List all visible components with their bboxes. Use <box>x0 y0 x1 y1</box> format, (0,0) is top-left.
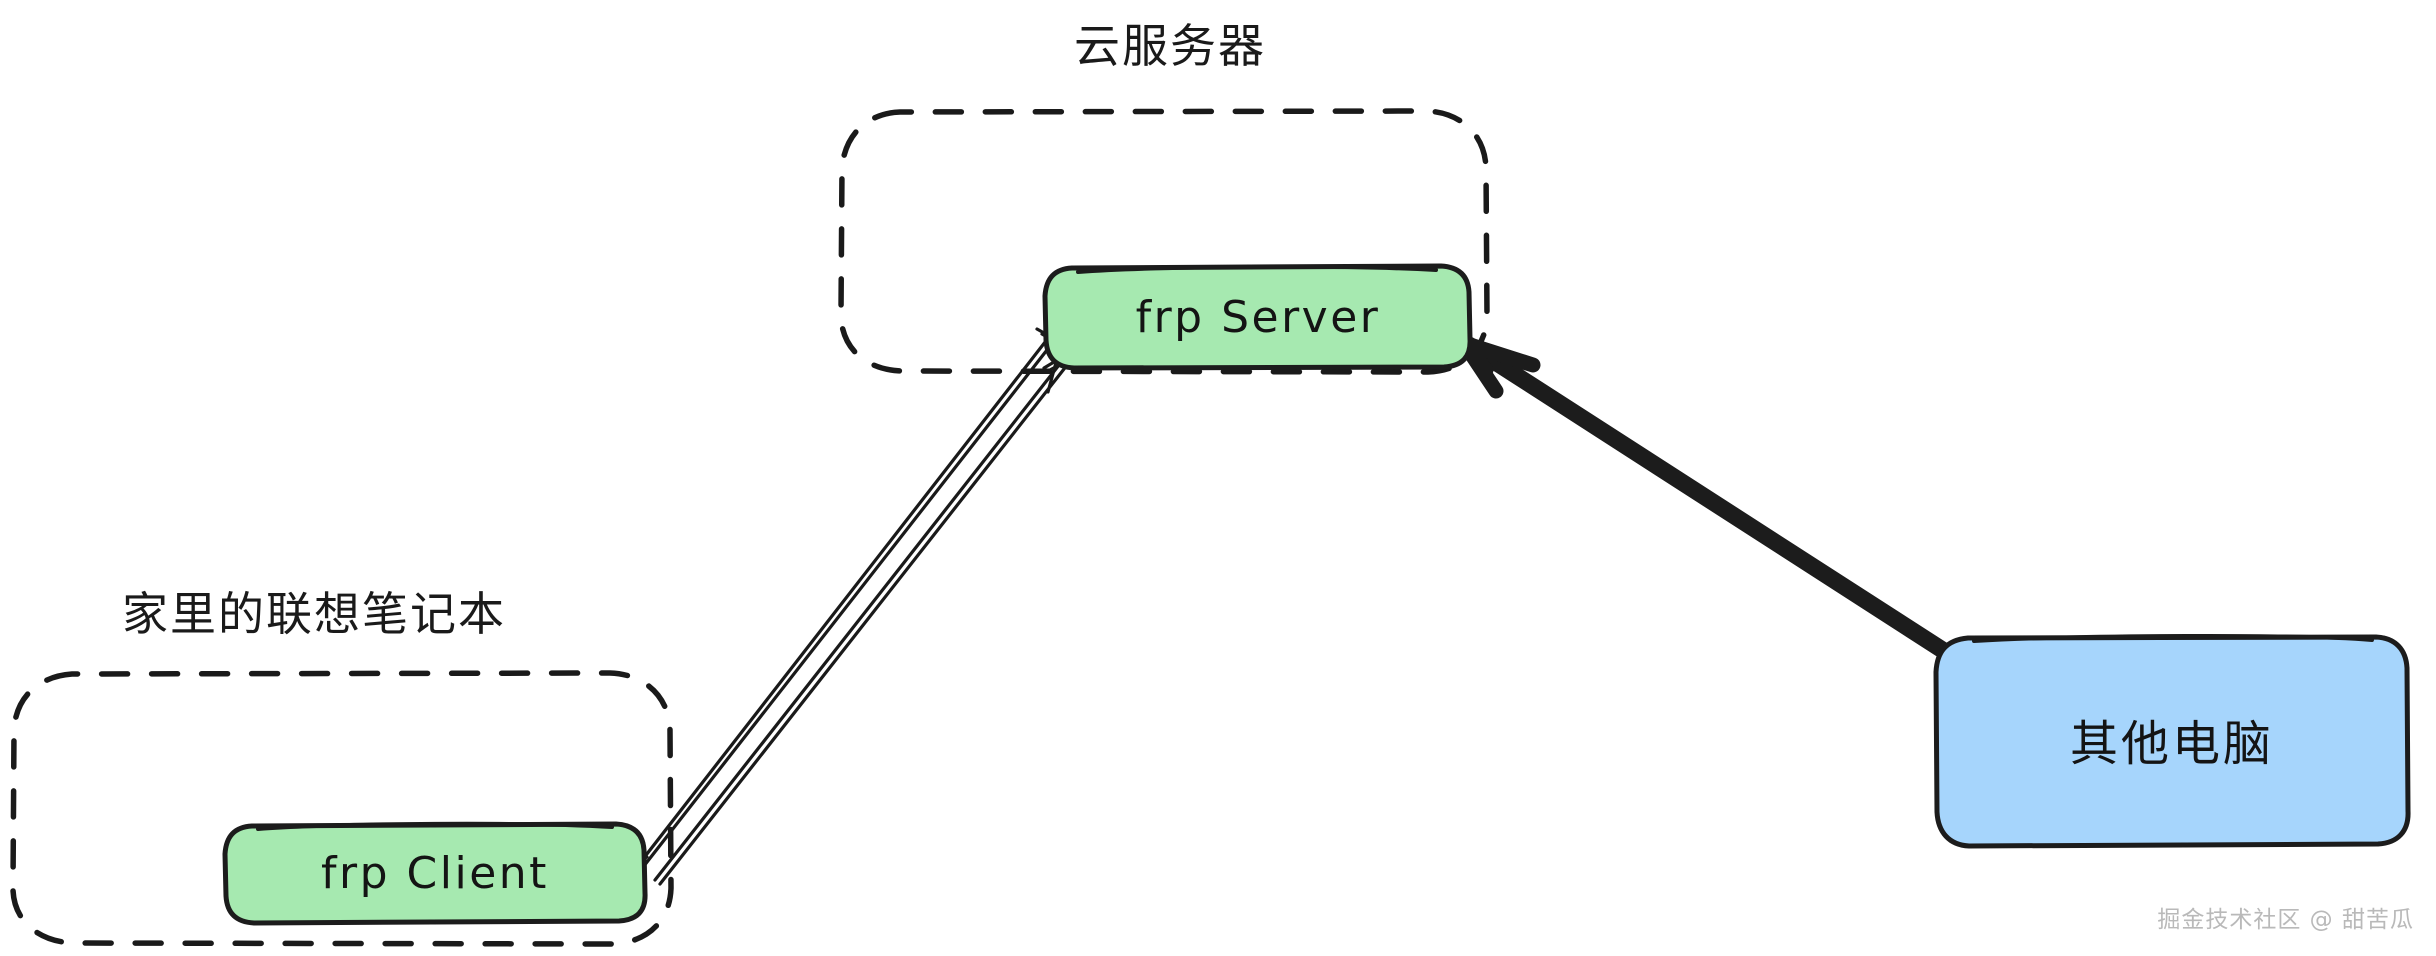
home-laptop-dashed-boundary <box>10 670 674 947</box>
frp-server-box-fill <box>1046 266 1470 368</box>
edge-other-to-server-link <box>1456 335 1967 669</box>
other-computers-box-fill <box>1937 636 2409 846</box>
other-computers-label: 其他电脑 <box>2070 716 2274 772</box>
edge-line-upper-b <box>634 335 1051 870</box>
other-computers-box-outline <box>1933 634 2411 849</box>
frp-client-box-sketch-accent <box>256 821 614 831</box>
group-home-laptop <box>10 670 674 947</box>
node-frp-server[interactable]: frp Server <box>1042 263 1473 371</box>
edge-line-lower-b <box>658 353 1077 886</box>
edge-line-upper <box>638 339 1056 873</box>
edge-line-lower <box>653 349 1072 882</box>
group-label-home-laptop: 家里的联想笔记本 <box>122 587 506 641</box>
node-frp-client[interactable]: frp Client <box>222 821 648 926</box>
other-computers-box-sketch-accent <box>1972 633 2374 643</box>
node-other-computers[interactable]: 其他电脑 <box>1933 633 2411 849</box>
frp-client-box-fill <box>225 824 645 922</box>
edge-client-server-link <box>604 327 1080 908</box>
frp-client-label: frp Client <box>321 848 549 899</box>
frp-server-box-outline <box>1042 263 1473 371</box>
watermark-label: 掘金技术社区 @ 甜苦瓜 <box>2157 907 2414 933</box>
frp-server-label: frp Server <box>1136 292 1381 343</box>
edge-thick-line <box>1460 336 1967 669</box>
group-cloud-server <box>838 108 1490 375</box>
frp-server-box-sketch-accent <box>1076 264 1438 274</box>
frp-client-box-outline <box>222 821 648 926</box>
cloud-server-dashed-boundary <box>838 108 1490 375</box>
group-label-cloud-server: 云服务器 <box>1074 19 1266 73</box>
